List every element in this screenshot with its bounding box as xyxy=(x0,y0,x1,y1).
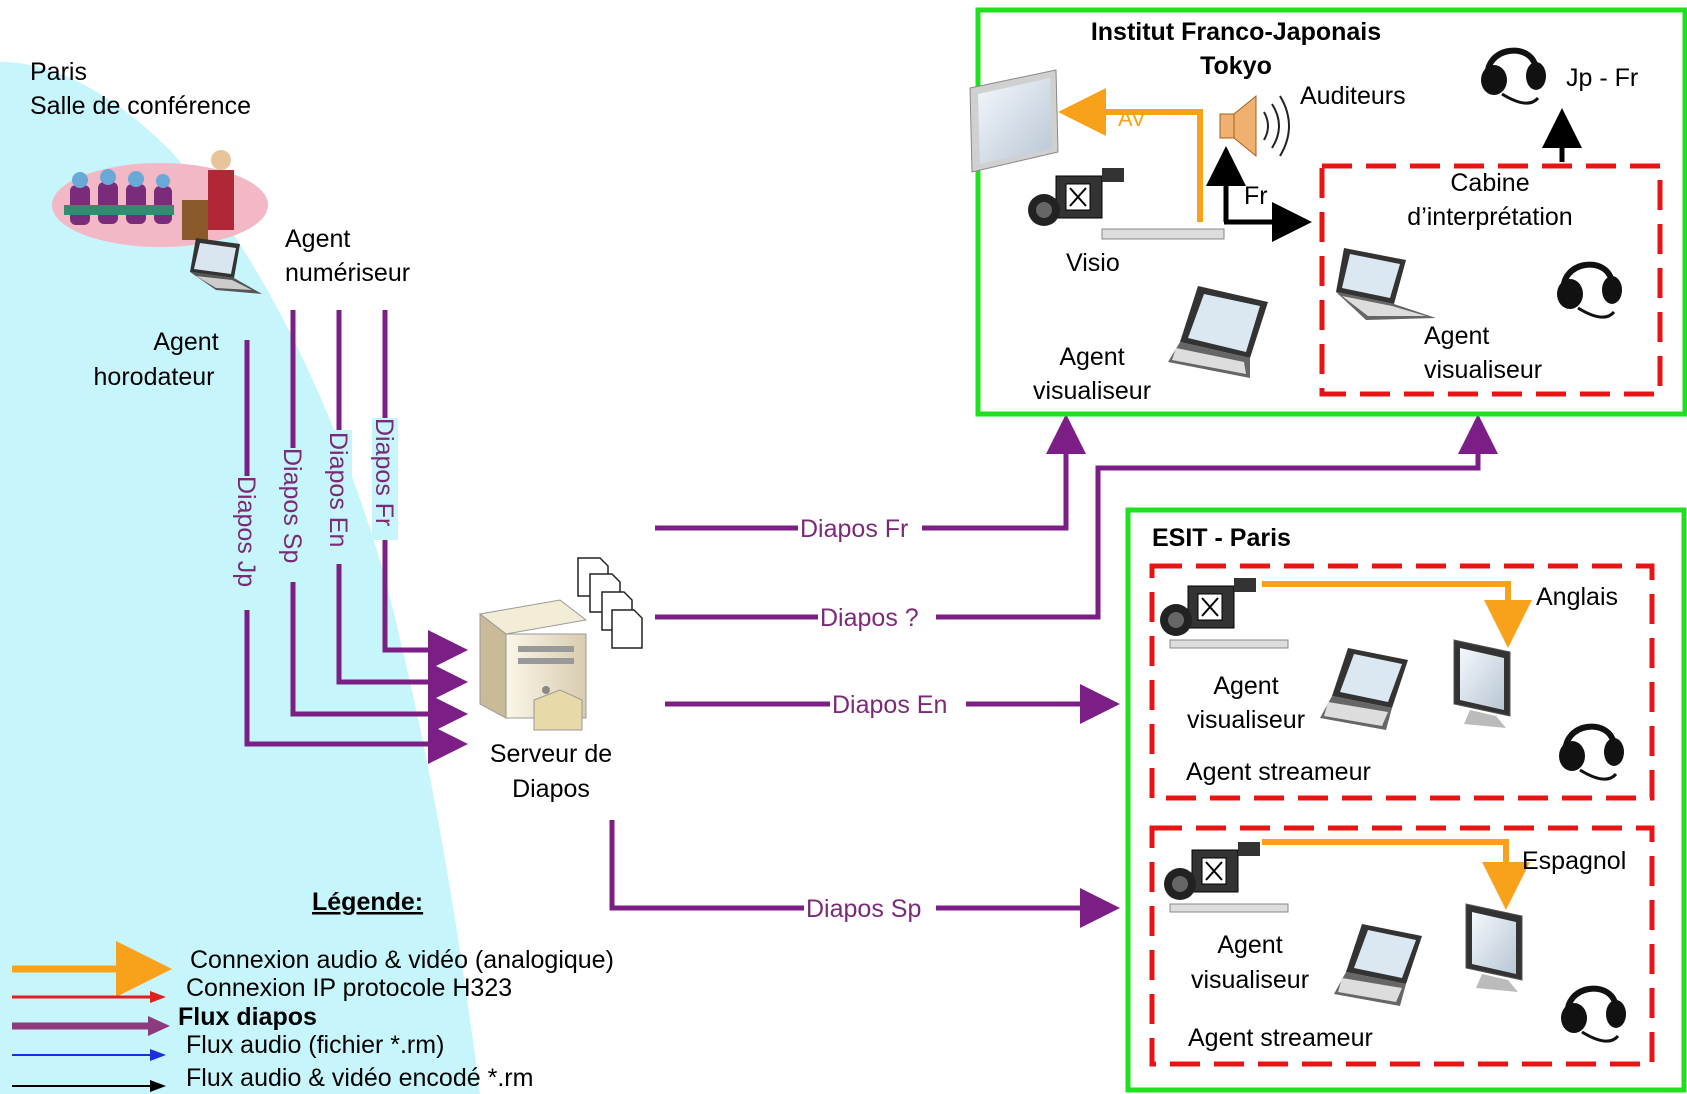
tokyo-title-1: Institut Franco-Japonais xyxy=(1091,18,1381,46)
vertical-flow-labels: Diapos Jp Diapos Sp Diapos En Diapos Fr xyxy=(232,418,398,610)
flow-jp-label: Diapos Jp xyxy=(232,476,260,587)
tokyo-site-box xyxy=(975,7,1687,417)
legend-label-diapos: Flux diapos xyxy=(178,1003,317,1031)
flow-sp-label: Diapos Sp xyxy=(278,448,306,563)
espagnol-monitor-icon xyxy=(1465,903,1523,992)
horodateur-laptop-icon xyxy=(190,238,262,294)
flow-fr-label: Diapos Fr xyxy=(370,418,398,526)
jp-fr-label: Jp - Fr xyxy=(1566,64,1638,92)
espagnol-camera-icon xyxy=(1164,842,1260,900)
anglais-camera-icon xyxy=(1160,578,1256,636)
espagnol-label: Espagnol xyxy=(1522,847,1626,875)
anglais-headset-icon xyxy=(1559,723,1624,781)
server-label-1: Serveur de xyxy=(490,740,612,768)
anglais-monitor-icon xyxy=(1453,639,1511,728)
anglais-agent-streameur-label: Agent streameur xyxy=(1186,758,1371,786)
server-flows xyxy=(609,414,1498,928)
fr-label: Fr xyxy=(1244,182,1268,210)
flow-jp-line xyxy=(244,340,468,764)
cabine-label-2: d’interprétation xyxy=(1407,203,1572,231)
tokyo-agent-visualiseur-label-1: Agent xyxy=(1059,343,1124,371)
anglais-label: Anglais xyxy=(1536,583,1618,611)
booth-agent-visualiseur-label-1: Agent xyxy=(1424,322,1489,350)
paris-city-label: Paris xyxy=(30,58,87,86)
legend-label-analog: Connexion audio & vidéo (analogique) xyxy=(190,946,614,974)
legend: Légende: Connexion audio & vidéo (analog… xyxy=(12,888,614,1092)
esit-site-box xyxy=(1125,507,1687,1093)
esit-title: ESIT - Paris xyxy=(1152,524,1291,552)
av-orange-line xyxy=(1058,88,1203,222)
flow-sp-line xyxy=(290,310,468,734)
server-icon xyxy=(478,599,588,731)
speaker-icon xyxy=(1219,94,1290,158)
cabine-label-1: Cabine xyxy=(1450,169,1529,197)
anglais-laptop-icon xyxy=(1320,648,1408,730)
tokyo-agent-visualiseur-label-2: visualiseur xyxy=(1033,377,1151,405)
espagnol-codec-bar xyxy=(1169,903,1289,913)
legend-label-audio: Flux audio (fichier *.rm) xyxy=(186,1031,444,1059)
espagnol-orange-line xyxy=(1262,839,1530,910)
anglais-orange-line xyxy=(1262,581,1532,648)
flow-en-label: Diapos En xyxy=(324,432,352,547)
conference-room-label: Salle de conférence xyxy=(30,92,251,120)
flow-diapos-fr-label: Diapos Fr xyxy=(800,515,908,543)
flow-diapos-unknown-line xyxy=(655,414,1498,620)
conference-audience-icon xyxy=(52,150,268,247)
espagnol-agent-visualiseur-label-1: Agent xyxy=(1217,931,1282,959)
legend-label-av-encoded: Flux audio & vidéo encodé *.rm xyxy=(186,1064,533,1092)
agent-horodateur-label-2: horodateur xyxy=(94,363,215,391)
espagnol-agent-streameur-label: Agent streameur xyxy=(1188,1024,1373,1052)
booth-headset-icon xyxy=(1557,261,1622,319)
legend-label-h323: Connexion IP protocole H323 xyxy=(186,974,512,1002)
server-flow-labels: Diapos Fr Diapos ? Diapos En Diapos Sp xyxy=(798,512,966,923)
server-label-2: Diapos xyxy=(512,775,590,803)
camera-visio-icon xyxy=(1028,168,1124,226)
interpretation-booth-box xyxy=(1319,163,1663,397)
anglais-booth-box xyxy=(1149,563,1655,801)
anglais-codec-bar xyxy=(1169,639,1289,649)
headset-icon xyxy=(1481,47,1546,105)
anglais-agent-visualiseur-label-2: visualiseur xyxy=(1187,706,1305,734)
espagnol-booth-box xyxy=(1149,825,1655,1067)
flow-diapos-unknown-label: Diapos ? xyxy=(820,604,919,632)
espagnol-agent-visualiseur-label-2: visualiseur xyxy=(1191,966,1309,994)
flow-diapos-sp-label: Diapos Sp xyxy=(806,895,921,923)
flow-diapos-en-label: Diapos En xyxy=(832,691,947,719)
auditeurs-label: Auditeurs xyxy=(1300,82,1406,110)
av-label: AV xyxy=(1118,106,1146,131)
anglais-agent-visualiseur-label-1: Agent xyxy=(1213,672,1278,700)
visio-codec-bar xyxy=(1101,228,1225,240)
espagnol-headset-icon xyxy=(1561,985,1626,1043)
booth-laptop-icon xyxy=(1336,248,1436,320)
tokyo-laptop-icon xyxy=(1168,286,1268,378)
tokyo-title-2: Tokyo xyxy=(1200,52,1272,80)
documents-icon xyxy=(577,557,643,649)
espagnol-laptop-icon xyxy=(1334,924,1422,1006)
projection-screen-icon xyxy=(969,69,1059,173)
legend-title: Légende: xyxy=(312,888,423,916)
flow-diapos-fr-line xyxy=(655,414,1086,531)
agent-numeriseur-label-2: numériseur xyxy=(285,259,410,287)
agent-numeriseur-label-1: Agent xyxy=(285,225,350,253)
vertical-flows xyxy=(244,310,468,764)
visio-label: Visio xyxy=(1066,249,1120,277)
booth-agent-visualiseur-label-2: visualiseur xyxy=(1424,356,1542,384)
flow-diapos-sp-line xyxy=(609,820,1120,928)
agent-horodateur-label-1: Agent xyxy=(153,328,218,356)
